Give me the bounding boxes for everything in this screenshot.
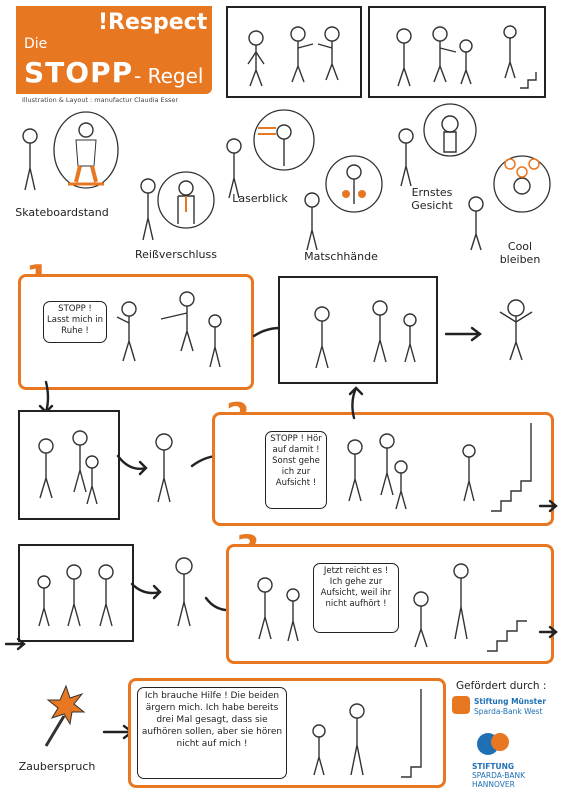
arrow-icon — [4, 637, 26, 651]
techniques-illustrations — [22, 103, 551, 251]
intro-panel-1 — [226, 6, 362, 98]
arrow-icon — [444, 326, 482, 342]
escalation-scene-1 — [38, 430, 99, 505]
arrow-icon — [348, 386, 364, 420]
step-1-result-panel — [278, 276, 438, 384]
technique-label-cool-bleiben: Cool bleiben — [499, 240, 541, 266]
step-3-speech-bubble: Jetzt reicht es ! Ich gehe zur Aufsicht,… — [313, 563, 399, 633]
intro-scene-2 — [396, 25, 537, 89]
step-3-scene — [257, 563, 527, 652]
step-2-panel: STOPP ! Hör auf damit ! Sonst gehe ich z… — [212, 412, 554, 526]
magic-wand-icon — [44, 684, 86, 747]
escalation-scene-2 — [37, 564, 114, 627]
sponsor-2-line2: SPARDA-BANK — [472, 771, 525, 780]
technique-label-laserblick: Laserblick — [232, 192, 288, 205]
technique-label-skateboardstand: Skateboardstand — [15, 206, 109, 219]
step-2-scene — [347, 423, 532, 512]
escalation-panel-2 — [18, 544, 134, 642]
technique-label-ernstes-gesicht: Ernstes Gesicht — [411, 186, 453, 212]
intro-panel-2 — [368, 6, 546, 98]
step-3-panel: Jetzt reicht es ! Ich gehe zur Aufsicht,… — [226, 544, 554, 664]
sponsor-2-line1: STIFTUNG — [472, 762, 515, 771]
magic-label: Zauberspruch — [18, 760, 96, 773]
happy-child-figure — [499, 299, 533, 361]
magic-panel: Ich brauche Hilfe ! Die beiden ärgern mi… — [128, 678, 446, 788]
sponsor-1-name: Stiftung Münster — [474, 697, 547, 706]
arrow-icon — [130, 582, 162, 600]
step-2-speech-bubble: STOPP ! Hör auf damit ! Sonst gehe ich z… — [265, 431, 327, 509]
child-figure — [155, 433, 173, 503]
magic-speech-bubble: Ich brauche Hilfe ! Die beiden ärgern mi… — [137, 687, 287, 779]
arrow-icon — [538, 625, 558, 639]
step-1-result-scene — [314, 300, 417, 369]
intro-scene-1 — [247, 26, 340, 87]
title-main: STOPP — [24, 56, 134, 89]
sponsor-1-sub: Sparda-Bank West — [474, 707, 543, 716]
technique-label-matschhaende: Matschhände — [304, 250, 378, 263]
technique-label-reissverschluss: Reißverschluss — [135, 248, 217, 261]
step-1-speech-bubble: STOPP ! Lasst mich in Ruhe ! — [43, 301, 107, 343]
sponsor-2-logo — [477, 733, 509, 755]
title-prefix: Die — [24, 36, 48, 52]
sponsor-1-logo — [452, 696, 470, 714]
title-suffix: - Regel — [134, 64, 204, 88]
magic-scene — [312, 689, 422, 778]
sponsor-2-line3: HANNOVER — [472, 780, 515, 789]
credit-line: Illustration & Layout : manufactur Claud… — [22, 96, 179, 104]
child-figure — [175, 557, 193, 627]
arrow-icon — [116, 454, 148, 476]
step-1-panel: STOPP ! Lasst mich in Ruhe ! — [18, 274, 254, 390]
escalation-panel-1 — [18, 410, 120, 520]
sponsor-heading: Gefördert durch : — [456, 680, 547, 692]
step-1-scene — [116, 291, 222, 368]
title-banner: !Respect Die STOPP - Regel — [16, 6, 212, 94]
arrow-icon — [538, 499, 558, 513]
respect-logo: !Respect — [98, 10, 208, 35]
